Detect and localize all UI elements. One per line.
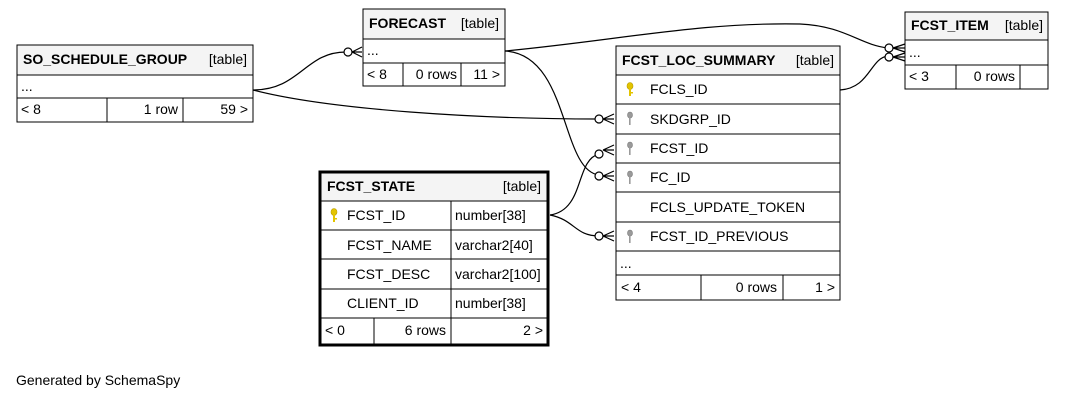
table-border [904, 11, 1049, 90]
pk-key-icon [626, 82, 634, 96]
more-columns: ... [620, 255, 632, 271]
table-header-bg [905, 12, 1048, 40]
edge-crowfoot [602, 230, 615, 242]
column-name[interactable]: CLIENT_ID [347, 295, 419, 311]
edge-crowfoot [602, 170, 615, 182]
edge-fcst-state-fcst-id [549, 153, 600, 216]
children-count: 59 > [220, 101, 248, 117]
table-header-bg [17, 45, 253, 75]
children-count: 2 > [523, 322, 543, 338]
table-name[interactable]: FCST_ITEM [911, 17, 989, 33]
table-border [362, 8, 506, 87]
edge-end-circle [594, 231, 604, 241]
table-fcst-item[interactable]: FCST_ITEM [table] ... < 3 0 rows [904, 11, 1049, 90]
table-border [16, 44, 254, 123]
parents-count: < 3 [909, 68, 929, 84]
table-header-bg [616, 46, 840, 75]
relationship-edges [252, 23, 889, 237]
edge-crowfoot [892, 43, 906, 62]
table-forecast[interactable]: FORECAST [table] ... < 8 0 rows 11 > [362, 8, 506, 87]
table-tag: [table] [796, 52, 834, 68]
column-type: number[38] [455, 207, 526, 223]
table-name[interactable]: FORECAST [369, 15, 446, 31]
column-name[interactable]: FCST_NAME [347, 237, 432, 253]
column-type: number[38] [455, 295, 526, 311]
edge-end-circle [594, 171, 604, 181]
row-count: 0 rows [736, 279, 777, 295]
table-header-bg [363, 9, 505, 39]
table-fcst-loc-summary[interactable]: FCST_LOC_SUMMARY [table] FCLS_ID SKDGRP_… [615, 45, 841, 301]
table-tag: [table] [503, 178, 541, 194]
column-name[interactable]: FCST_ID [347, 207, 405, 223]
column-name[interactable]: FCST_ID [650, 140, 708, 156]
column-name[interactable]: FCLS_ID [650, 81, 708, 97]
pk-key-icon [330, 208, 338, 222]
table-tag: [table] [1005, 17, 1043, 33]
table-tag: [table] [461, 15, 499, 31]
table-name[interactable]: FCST_LOC_SUMMARY [622, 52, 776, 68]
fk-key-icon [627, 229, 633, 243]
column-name[interactable]: FCST_ID_PREVIOUS [650, 228, 788, 244]
children-count: 1 > [815, 279, 835, 295]
table-header-bg [320, 172, 548, 201]
fk-key-icon [627, 170, 633, 184]
table-tag: [table] [209, 51, 247, 67]
fk-key-icon [627, 141, 633, 155]
fk-key-icon [627, 111, 633, 125]
row-count: 6 rows [405, 322, 446, 338]
edge-end-circle [884, 52, 894, 62]
generated-by-footer: Generated by SchemaSpy [16, 372, 181, 388]
edge-end-circle [594, 149, 604, 159]
more-columns: ... [21, 78, 33, 94]
edge-end-circle [594, 114, 604, 124]
parents-count: < 8 [367, 66, 387, 82]
edge-so-schedule-group-skdgrp [252, 89, 599, 120]
row-count: 1 row [144, 101, 179, 117]
table-border [615, 45, 841, 301]
column-name[interactable]: FC_ID [650, 169, 690, 185]
column-name[interactable]: FCST_DESC [347, 266, 430, 282]
children-count: 11 > [473, 66, 500, 82]
table-name[interactable]: SO_SCHEDULE_GROUP [23, 51, 187, 67]
table-so-schedule-group[interactable]: SO_SCHEDULE_GROUP [table] ... < 8 1 row … [16, 44, 254, 123]
parents-count: < 0 [325, 322, 345, 338]
edge-forecast-fcst-item [504, 23, 889, 52]
edge-fcls-id-fcst-item [839, 55, 889, 91]
row-count: 0 rows [974, 68, 1015, 84]
edge-crowfoot [351, 46, 363, 58]
edge-so-schedule-group-forecast [252, 51, 347, 91]
edge-forecast-fc-id [504, 50, 600, 176]
edge-crowfoot [602, 113, 615, 125]
parents-count: < 8 [21, 101, 41, 117]
edge-fcst-state-fcst-id-previous [549, 214, 600, 237]
row-count: 0 rows [416, 66, 457, 82]
more-columns: ... [367, 42, 379, 58]
column-name[interactable]: FCLS_UPDATE_TOKEN [650, 199, 805, 215]
table-fcst-state[interactable]: FCST_STATE [table] FCST_ID number[38] FC… [318, 170, 550, 347]
parents-count: < 4 [621, 279, 641, 295]
column-type: varchar2[40] [455, 237, 533, 253]
edge-end-circle [343, 47, 353, 57]
edge-endpoints [343, 43, 906, 242]
edge-end-circle [884, 43, 894, 53]
column-name[interactable]: SKDGRP_ID [650, 111, 731, 127]
column-type: varchar2[100] [455, 266, 541, 282]
edge-crowfoot [602, 144, 615, 156]
more-columns: ... [909, 44, 921, 60]
table-name[interactable]: FCST_STATE [327, 178, 415, 194]
